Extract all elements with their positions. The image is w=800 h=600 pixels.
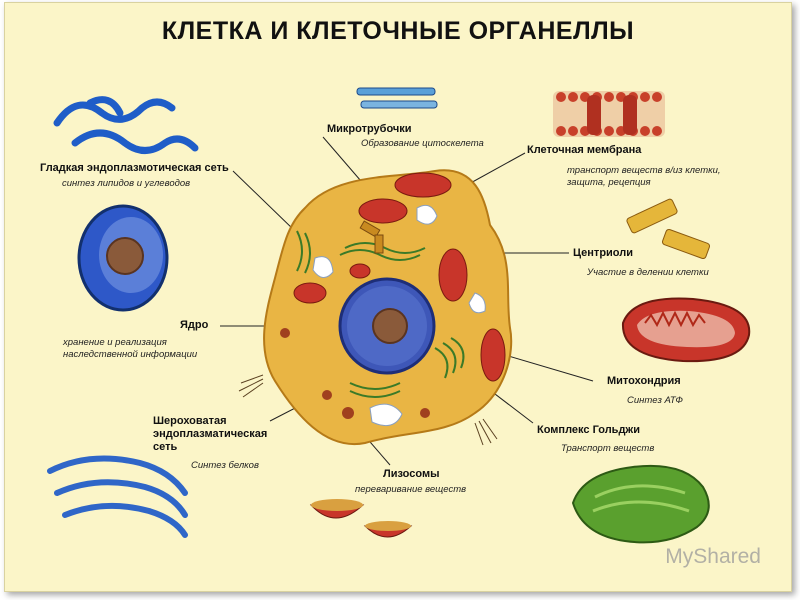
er-strand [344, 242, 426, 254]
desc-golgi: Транспорт веществ [561, 443, 655, 454]
smooth-er-strand [296, 230, 303, 272]
vacuole [312, 256, 334, 278]
desc-mitochondria: Синтез АТФ [627, 395, 683, 406]
mitochondrion [394, 172, 452, 198]
mitochondrion [480, 328, 506, 382]
vacuole [468, 292, 486, 314]
mitochondrion [293, 282, 327, 304]
cell-diagram [47, 87, 751, 544]
watermark: MyShared [665, 545, 761, 568]
label-membrane: Клеточная мембрана [527, 144, 642, 156]
label-rough-er-1: Шероховатая [153, 415, 227, 427]
mitochondrion-illustration [621, 297, 751, 363]
desc-membrane-1: транспорт веществ в/из клетки, [567, 165, 721, 176]
golgi-strand [442, 342, 457, 374]
nucleus-illustration [77, 204, 169, 312]
label-microtubules: Микротрубочки [327, 123, 412, 135]
label-nucleus: Ядро [180, 319, 209, 331]
rough-er-illustration [47, 455, 188, 538]
cell [238, 169, 513, 446]
mitochondrion [349, 263, 371, 279]
desc-microtubules: Образование цитоскелета [361, 138, 484, 149]
label-smooth-er: Гладкая эндоплазмотическая сеть [40, 162, 229, 174]
label-mitochondria: Митохондрия [607, 375, 681, 387]
microtubule-illustration [356, 87, 438, 109]
label-centrioles: Центриоли [573, 247, 633, 259]
centriole [374, 234, 384, 254]
nucleolus [372, 308, 408, 344]
smooth-er-strand [304, 232, 311, 274]
er-strand [349, 382, 401, 390]
centriole [359, 220, 381, 238]
er-strand [349, 390, 401, 398]
label-rough-er-3: сеть [153, 441, 178, 453]
golgi-strand [450, 337, 465, 369]
lysosome [420, 408, 430, 418]
page-title: КЛЕТКА И КЛЕТОЧНЫЕ ОРГАНЕЛЛЫ [161, 17, 635, 45]
desc-nucleus-1: хранение и реализация [63, 337, 167, 348]
desc-centrioles: Участие в делении клетки [587, 267, 709, 278]
mitochondrion [438, 248, 468, 302]
desc-lysosomes: переваривание веществ [355, 484, 467, 495]
centrioles-illustration [626, 198, 711, 260]
lysosome [342, 407, 354, 419]
vacuole [416, 204, 438, 225]
er-strand [339, 249, 421, 261]
label-lysosomes: Лизосомы [383, 468, 440, 480]
golgi-illustration [571, 464, 710, 544]
vacuole [369, 403, 403, 427]
lysosome [322, 390, 332, 400]
desc-rough-er: Синтез белков [191, 460, 259, 471]
desc-membrane-2: защита, рецепция [567, 177, 651, 188]
poster: КЛЕТКА И КЛЕТОЧНЫЕ ОРГАНЕЛЛЫ Микротрубоч… [4, 2, 792, 592]
membrane-illustration [553, 91, 665, 137]
mitochondrion [358, 198, 408, 224]
golgi-strand [434, 347, 449, 379]
smooth-er-illustration [53, 96, 199, 154]
lysosome-illustration [309, 499, 413, 538]
desc-nucleus-2: наследственной информации [63, 349, 198, 360]
lysosome [280, 328, 290, 338]
label-rough-er-2: эндоплазматическая [153, 428, 268, 440]
label-golgi: Комплекс Гольджи [537, 424, 640, 436]
desc-smooth-er: синтез липидов и углеводов [62, 178, 191, 189]
